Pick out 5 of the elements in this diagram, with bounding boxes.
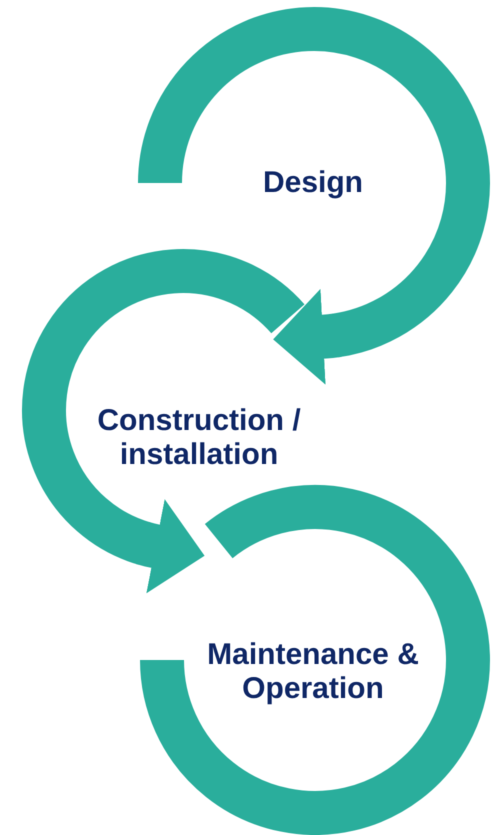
stage-label: Maintenance & Operation xyxy=(206,638,420,706)
stage-label: Construction / installation xyxy=(96,404,302,472)
arrow xyxy=(273,288,342,385)
arrow xyxy=(136,499,204,594)
stage-label: Design xyxy=(262,166,364,200)
